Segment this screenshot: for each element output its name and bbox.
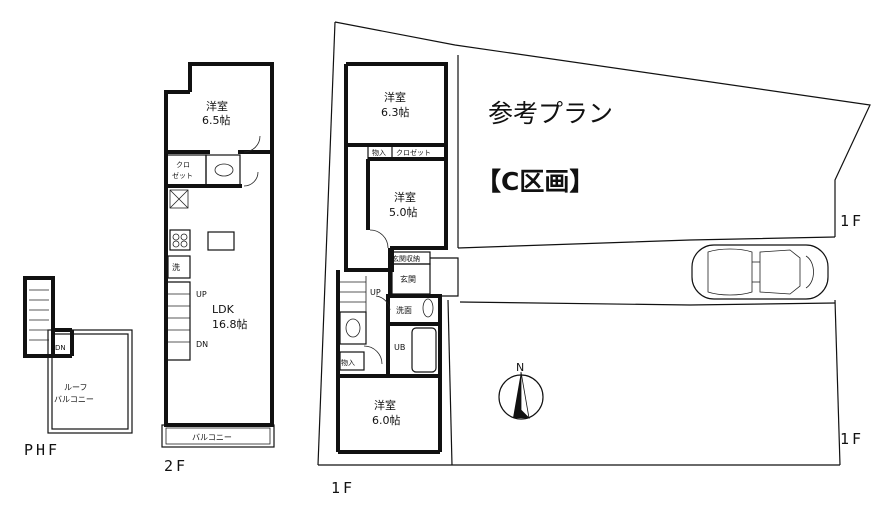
floor-label-1f: 1F — [331, 479, 355, 497]
f1-bedroom-b-label: 洋室 — [394, 190, 416, 204]
f2-ldk-label: LDK — [212, 303, 235, 316]
site-lot — [317, 21, 871, 466]
f1-storage-label: 物入 — [372, 148, 386, 157]
f2-bedroom-label: 洋室 — [206, 99, 228, 113]
block-label: 【C区画】 — [476, 167, 594, 196]
f2-balcony-label: バルコニー — [192, 433, 232, 442]
phf-roof-balcony-line1: ルーフ — [64, 383, 88, 392]
f1-bedroom-c-size: 6.0帖 — [372, 414, 401, 427]
f1-bedroom-b-size: 5.0帖 — [389, 206, 418, 219]
f2-closet-line1: クロ — [176, 161, 190, 169]
f2-up-label: UP — [196, 290, 207, 299]
f2-stairs — [168, 281, 191, 361]
f1-washroom-label: 洗面 — [396, 305, 412, 315]
phf-roof-balcony-line2: バルコニー — [54, 395, 94, 404]
f1-plan — [336, 62, 459, 454]
f2-ldk-size: 16.8帖 — [212, 318, 248, 331]
f1-bedroom-a-size: 6.3帖 — [381, 106, 410, 119]
f2-plan — [161, 62, 275, 448]
f1-storage2-label: 物入 — [341, 358, 355, 367]
site-label-1f-upper: 1F — [840, 212, 864, 230]
f1-bedroom-a-label: 洋室 — [384, 90, 406, 104]
f1-shoe-storage-label: 玄関収納 — [392, 254, 420, 263]
f2-bedroom-size: 6.5帖 — [202, 114, 231, 127]
floor-label-2f: 2F — [164, 457, 188, 475]
f1-stairs — [340, 276, 367, 312]
phf-stairs — [29, 289, 49, 341]
f2-closet-line2: ゼット — [172, 171, 193, 180]
floor-label-phf: PHF — [24, 441, 60, 459]
site-label-1f-lower: 1F — [840, 430, 864, 448]
f2-dn-label: DN — [196, 340, 208, 349]
f1-ub-label: UB — [394, 343, 405, 352]
compass-north-label: N — [516, 361, 524, 374]
f2-washer-label: 洗 — [172, 262, 180, 272]
compass-icon — [498, 371, 544, 420]
phf-plan — [23, 276, 133, 434]
plan-title: 参考プラン — [488, 99, 613, 128]
f1-entrance-label: 玄関 — [400, 274, 416, 284]
phf-dn-label: DN — [55, 344, 66, 352]
f1-closet-label: クロゼット — [396, 148, 431, 157]
f1-bedroom-c-label: 洋室 — [374, 398, 396, 412]
f1-up-label: UP — [370, 288, 381, 297]
car-icon — [691, 244, 829, 300]
